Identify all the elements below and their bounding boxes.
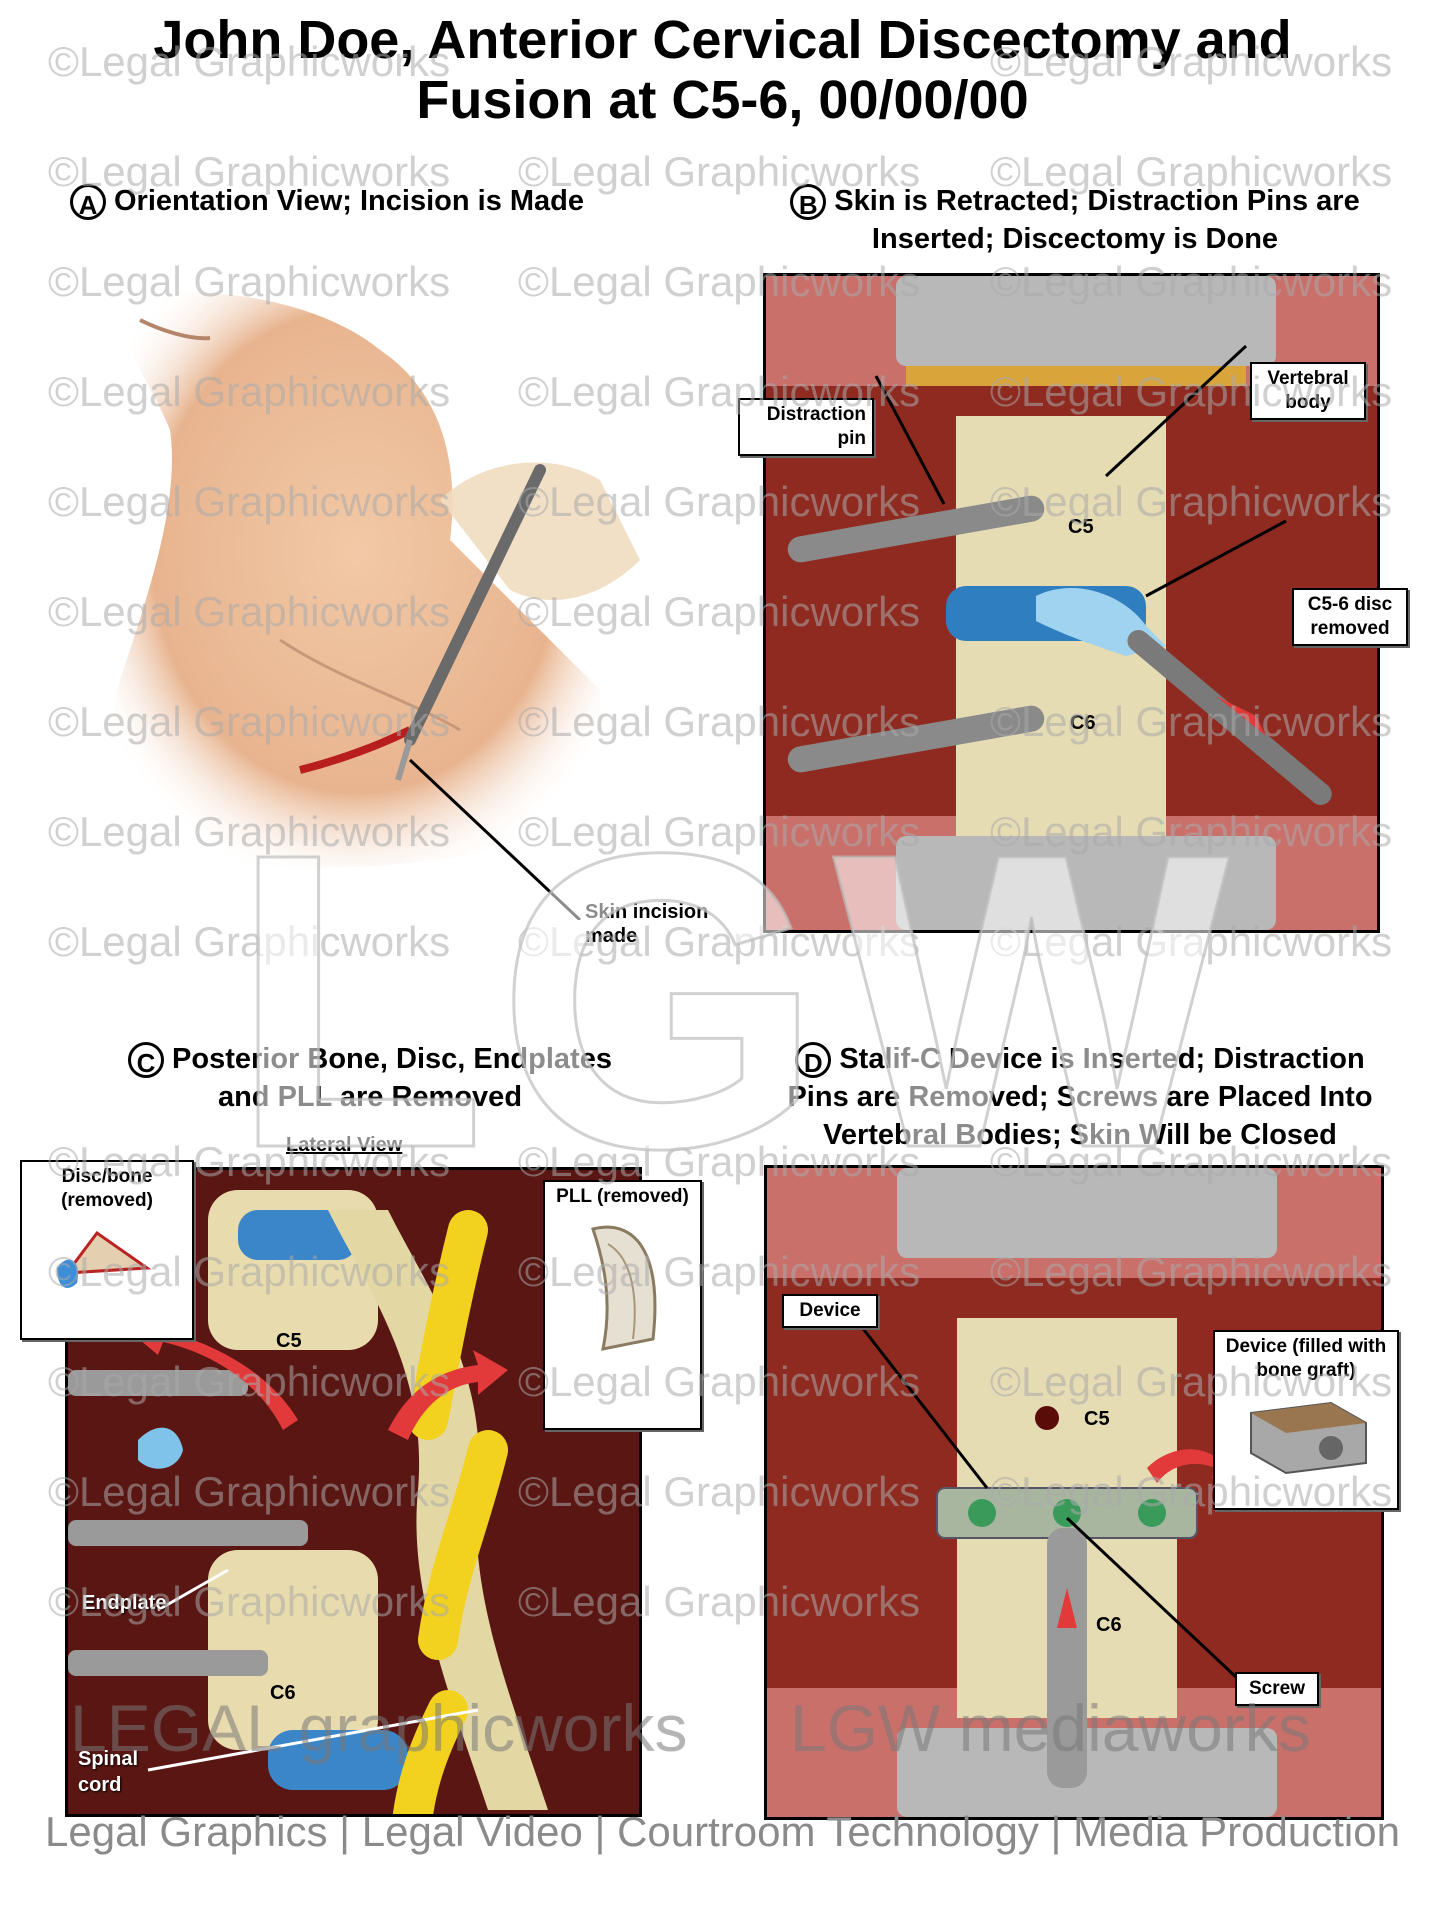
panel-c-title-line-1: Posterior Bone, Disc, Endplates bbox=[172, 1043, 612, 1075]
instrument-middle bbox=[68, 1520, 308, 1546]
screwdriver bbox=[1047, 1528, 1087, 1788]
page-title: John Doe, Anterior Cervical Discectomy a… bbox=[0, 10, 1445, 130]
spinal-cord bbox=[393, 1690, 468, 1814]
pll-label: PLL (removed) bbox=[556, 1186, 689, 1207]
device-filled-label: Device (filled with bone graft) bbox=[1225, 1336, 1387, 1381]
d-top-retractor bbox=[897, 1168, 1277, 1258]
title-line-2: Fusion at C5-6, 00/00/00 bbox=[416, 70, 1029, 130]
spinal-cord-label: Spinal cord bbox=[78, 1748, 139, 1796]
d-bottom-retractor bbox=[897, 1728, 1277, 1817]
panel-d-letter: D bbox=[795, 1042, 832, 1079]
d-c5-label: C5 bbox=[1084, 1408, 1110, 1430]
disc-removed-label: C5-6 disc removed bbox=[1292, 588, 1408, 646]
pin-hole bbox=[1035, 1406, 1059, 1430]
panel-d-title-line-1: Stalif-C Device is Inserted; Distraction bbox=[839, 1043, 1365, 1075]
brand-watermark-right: LGW mediaworks bbox=[790, 1691, 1311, 1765]
panel-b-letter: B bbox=[790, 184, 827, 221]
panel-b-surgical-view bbox=[763, 273, 1380, 933]
d-c6-label: C6 bbox=[1096, 1614, 1122, 1636]
footer-text: Legal Graphics | Legal Video | Courtroom… bbox=[45, 1808, 1400, 1855]
up-arrow bbox=[1057, 1588, 1077, 1628]
panel-a-title-text: Orientation View; Incision is Made bbox=[114, 185, 585, 217]
screw-right bbox=[1138, 1499, 1166, 1527]
device-filled-inset: Device (filled with bone graft) bbox=[1213, 1330, 1399, 1510]
arrow-to-pll bbox=[388, 1350, 508, 1440]
panel-d-title-line-3: Vertebral Bodies; Skin Will be Closed bbox=[823, 1119, 1337, 1152]
endplate-label: Endplate bbox=[82, 1592, 167, 1614]
red-arrow bbox=[1216, 696, 1276, 736]
panel-d-title-line-2: Pins are Removed; Screws are Placed Into bbox=[787, 1081, 1373, 1114]
c-c6-label: C6 bbox=[270, 1682, 296, 1704]
disc-bone-fragment-image bbox=[57, 1230, 152, 1288]
screw-center bbox=[1053, 1499, 1081, 1527]
lateral-view-label: Lateral View bbox=[286, 1134, 403, 1156]
panel-a-illustration bbox=[80, 260, 680, 922]
screw-label: Screw bbox=[1235, 1672, 1319, 1706]
instrument-upper bbox=[68, 1370, 248, 1396]
pll-fragment-image bbox=[590, 1225, 656, 1351]
device-label: Device bbox=[782, 1294, 878, 1328]
distraction-pin-lower bbox=[787, 705, 1045, 773]
brand-watermark-left: LEGAL graphicworks bbox=[70, 1691, 688, 1765]
panel-c-letter: C bbox=[128, 1042, 165, 1079]
panel-a-letter: A bbox=[70, 184, 106, 221]
device-filled-image bbox=[1250, 1401, 1367, 1475]
posterior-elements bbox=[328, 1210, 548, 1810]
distraction-pin-label: Distraction pin bbox=[738, 398, 874, 456]
bottom-retractor bbox=[896, 836, 1276, 930]
panel-b-title-line-2: Inserted; Discectomy is Done bbox=[871, 223, 1279, 256]
incision-mark bbox=[299, 726, 412, 774]
nerve-root-middle bbox=[418, 1430, 508, 1660]
neck-incision-illustration bbox=[112, 292, 640, 922]
disc-bone-label: Disc/bone (removed) bbox=[61, 1166, 153, 1211]
instrument-lower bbox=[68, 1650, 268, 1676]
screw-left bbox=[968, 1499, 996, 1527]
lgw-watermark: LGW bbox=[229, 766, 1240, 1238]
surgical-instrument bbox=[1127, 629, 1332, 805]
panel-c-title-line-2: and PLL are Removed bbox=[217, 1081, 523, 1114]
b-c6-label: C6 bbox=[1070, 712, 1096, 734]
distraction-pin-upper bbox=[787, 495, 1045, 563]
panel-d-illustration bbox=[767, 1168, 1381, 1817]
incision-label: Skin incision made bbox=[585, 901, 709, 947]
disc-fragment bbox=[138, 1427, 183, 1469]
incision-leader-line bbox=[408, 758, 582, 922]
gloved-hand bbox=[440, 462, 640, 600]
panel-b-title-line-1: Skin is Retracted; Distraction Pins are bbox=[834, 185, 1360, 217]
scalpel bbox=[404, 464, 546, 746]
top-retractor bbox=[896, 276, 1276, 366]
title-line-1: John Doe, Anterior Cervical Discectomy a… bbox=[153, 10, 1292, 70]
panel-b-illustration bbox=[766, 276, 1377, 930]
c6-vertebra bbox=[208, 1550, 378, 1750]
scalpel-blade bbox=[395, 739, 413, 781]
disc-bone-inset: Disc/bone (removed) bbox=[20, 1160, 194, 1340]
vertebral-body-label: Vertebral body bbox=[1250, 362, 1366, 420]
b-c5-label: C5 bbox=[1068, 516, 1094, 538]
pll-inset: PLL (removed) bbox=[543, 1180, 702, 1430]
c-c5-label: C5 bbox=[276, 1330, 302, 1352]
